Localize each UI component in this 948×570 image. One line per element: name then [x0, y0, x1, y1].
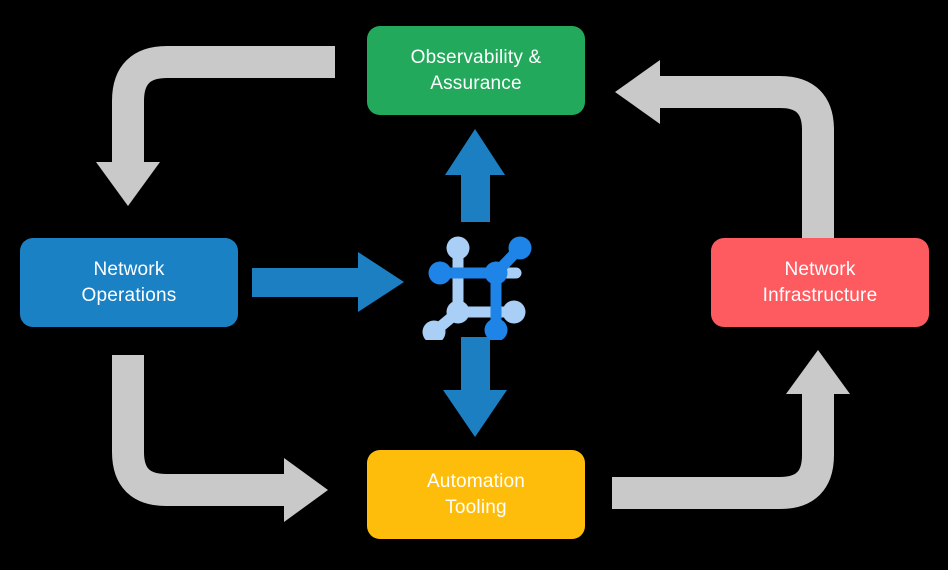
node-network-operations[interactable]: Network Operations	[20, 238, 238, 327]
node-infrastructure-label: Network Infrastructure	[762, 259, 878, 306]
arrow-automation-to-infrastructure	[612, 350, 850, 509]
topology-nodes	[422, 236, 532, 340]
network-topology-icon	[422, 236, 532, 340]
node-automation-label: Automation Tooling	[426, 471, 526, 518]
node-network-infrastructure[interactable]: Network Infrastructure	[711, 238, 929, 327]
arrow-center-to-automation	[443, 337, 507, 437]
arrow-center-to-observability	[445, 129, 505, 222]
arrow-operations-to-automation	[112, 355, 328, 522]
node-observability-label: Observability & Assurance	[410, 47, 542, 94]
node-automation-tooling[interactable]: Automation Tooling	[367, 450, 585, 539]
arrow-infrastructure-to-observability	[615, 60, 834, 238]
node-observability-and-assurance[interactable]: Observability & Assurance	[367, 26, 585, 115]
node-operations-label: Network Operations	[81, 259, 177, 306]
arrow-observability-to-operations	[96, 46, 335, 206]
arrow-operations-to-center	[252, 252, 404, 312]
